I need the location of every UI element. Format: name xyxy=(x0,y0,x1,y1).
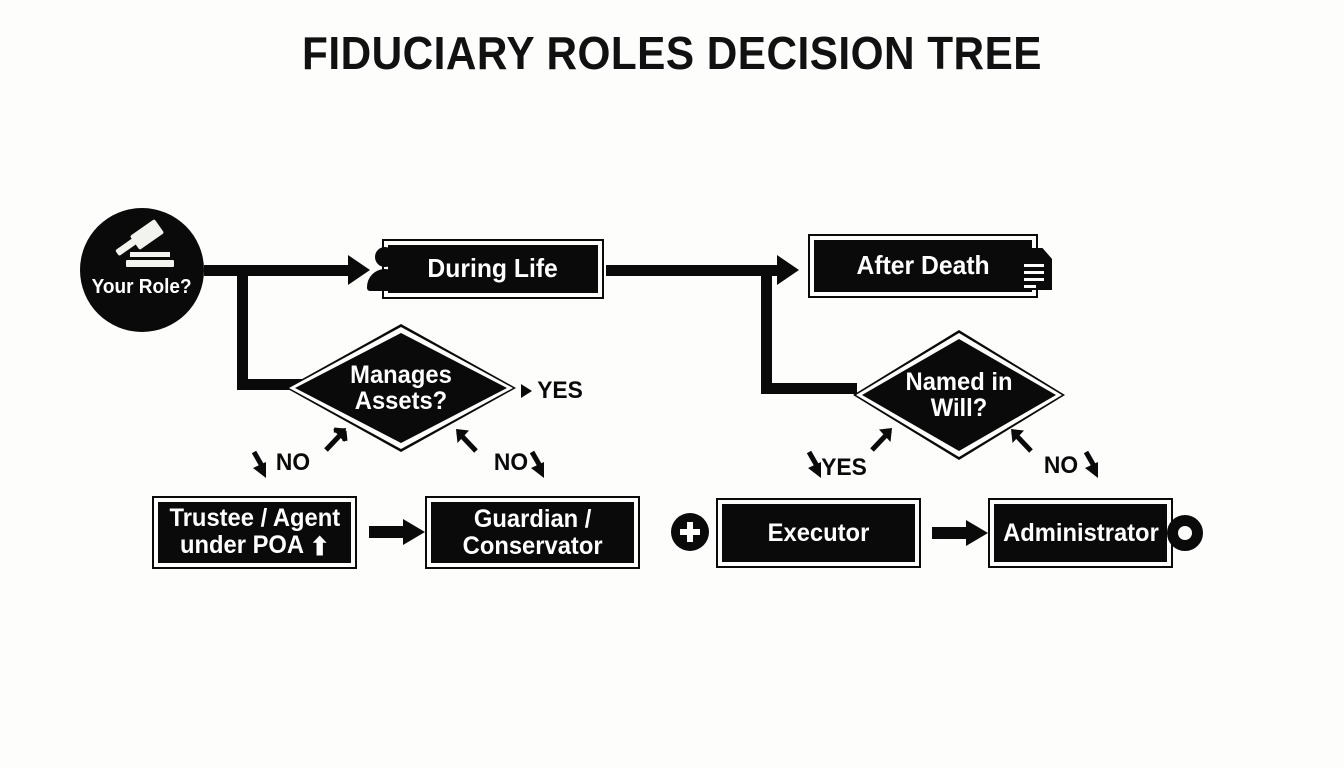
ring-icon xyxy=(1167,515,1203,551)
arrowhead-to-after-death xyxy=(777,255,799,285)
node-administrator-label: Administrator xyxy=(1002,518,1159,547)
start-node-your-role[interactable]: Your Role? xyxy=(80,208,204,332)
connector-start-branch-horizontal xyxy=(237,379,302,390)
node-trustee-label: Trustee / Agent under POA⬆ xyxy=(169,504,340,561)
branch-label-manages-assets-yes: YES xyxy=(537,377,583,404)
branch-label-manages-assets-no-left: NO xyxy=(275,449,311,476)
node-after-death[interactable]: After Death xyxy=(808,234,1038,298)
arrow-down-to-guardian xyxy=(529,450,544,478)
connector-after-death-branch-vertical xyxy=(761,265,772,390)
arrow-down-to-executor xyxy=(806,450,821,478)
connector-start-branch-vertical xyxy=(237,265,248,390)
decision-manages-assets-label: Manages Assets? xyxy=(350,360,452,415)
node-during-life[interactable]: During Life xyxy=(382,239,604,299)
connector-after-death-branch-horizontal xyxy=(761,383,857,394)
arrow-down-to-administrator xyxy=(1083,450,1098,478)
arrowhead-to-during-life xyxy=(348,255,370,285)
node-executor[interactable]: Executor xyxy=(716,498,921,568)
page-title: FIDUCIARY ROLES DECISION TREE xyxy=(302,27,1042,79)
node-after-death-label: After Death xyxy=(856,250,990,281)
arrow-up-left-to-manages-assets xyxy=(456,429,478,453)
decision-manages-assets[interactable]: Manages Assets? xyxy=(286,324,516,452)
up-arrow-glyph: ⬆ xyxy=(309,532,330,561)
decision-named-in-will-label: Named in Will? xyxy=(905,367,1013,422)
node-guardian-label: Guardian / Conservator xyxy=(462,505,603,560)
node-administrator[interactable]: Administrator xyxy=(988,498,1173,568)
arrow-up-right-to-manages-assets xyxy=(324,427,348,452)
document-icon xyxy=(1018,248,1052,290)
plus-circle-icon xyxy=(671,513,709,551)
arrow-up-left-to-named-in-will xyxy=(1011,429,1033,453)
branch-label-named-in-will-no: NO xyxy=(1043,452,1079,479)
connector-start-to-during-life xyxy=(204,265,352,276)
arrow-down-to-trustee xyxy=(251,450,266,478)
gavel-icon xyxy=(110,218,174,272)
person-icon xyxy=(366,247,404,291)
decision-named-in-will[interactable]: Named in Will? xyxy=(853,330,1065,460)
node-guardian-conservator[interactable]: Guardian / Conservator xyxy=(425,496,640,569)
branch-label-manages-assets-no-right: NO xyxy=(493,449,529,476)
arrow-executor-to-administrator xyxy=(932,520,988,546)
branch-label-named-in-will-yes: YES xyxy=(821,454,867,481)
start-node-label: Your Role? xyxy=(92,276,192,298)
node-during-life-label: During Life xyxy=(427,253,559,284)
arrowhead-manages-assets-yes xyxy=(521,384,532,398)
connector-during-life-to-after-death xyxy=(606,265,781,276)
node-executor-label: Executor xyxy=(767,518,870,547)
node-trustee-agent-under-poa[interactable]: Trustee / Agent under POA⬆ xyxy=(152,496,357,569)
arrow-trustee-to-guardian xyxy=(369,519,425,545)
arrow-up-right-to-named-in-will xyxy=(870,428,892,452)
